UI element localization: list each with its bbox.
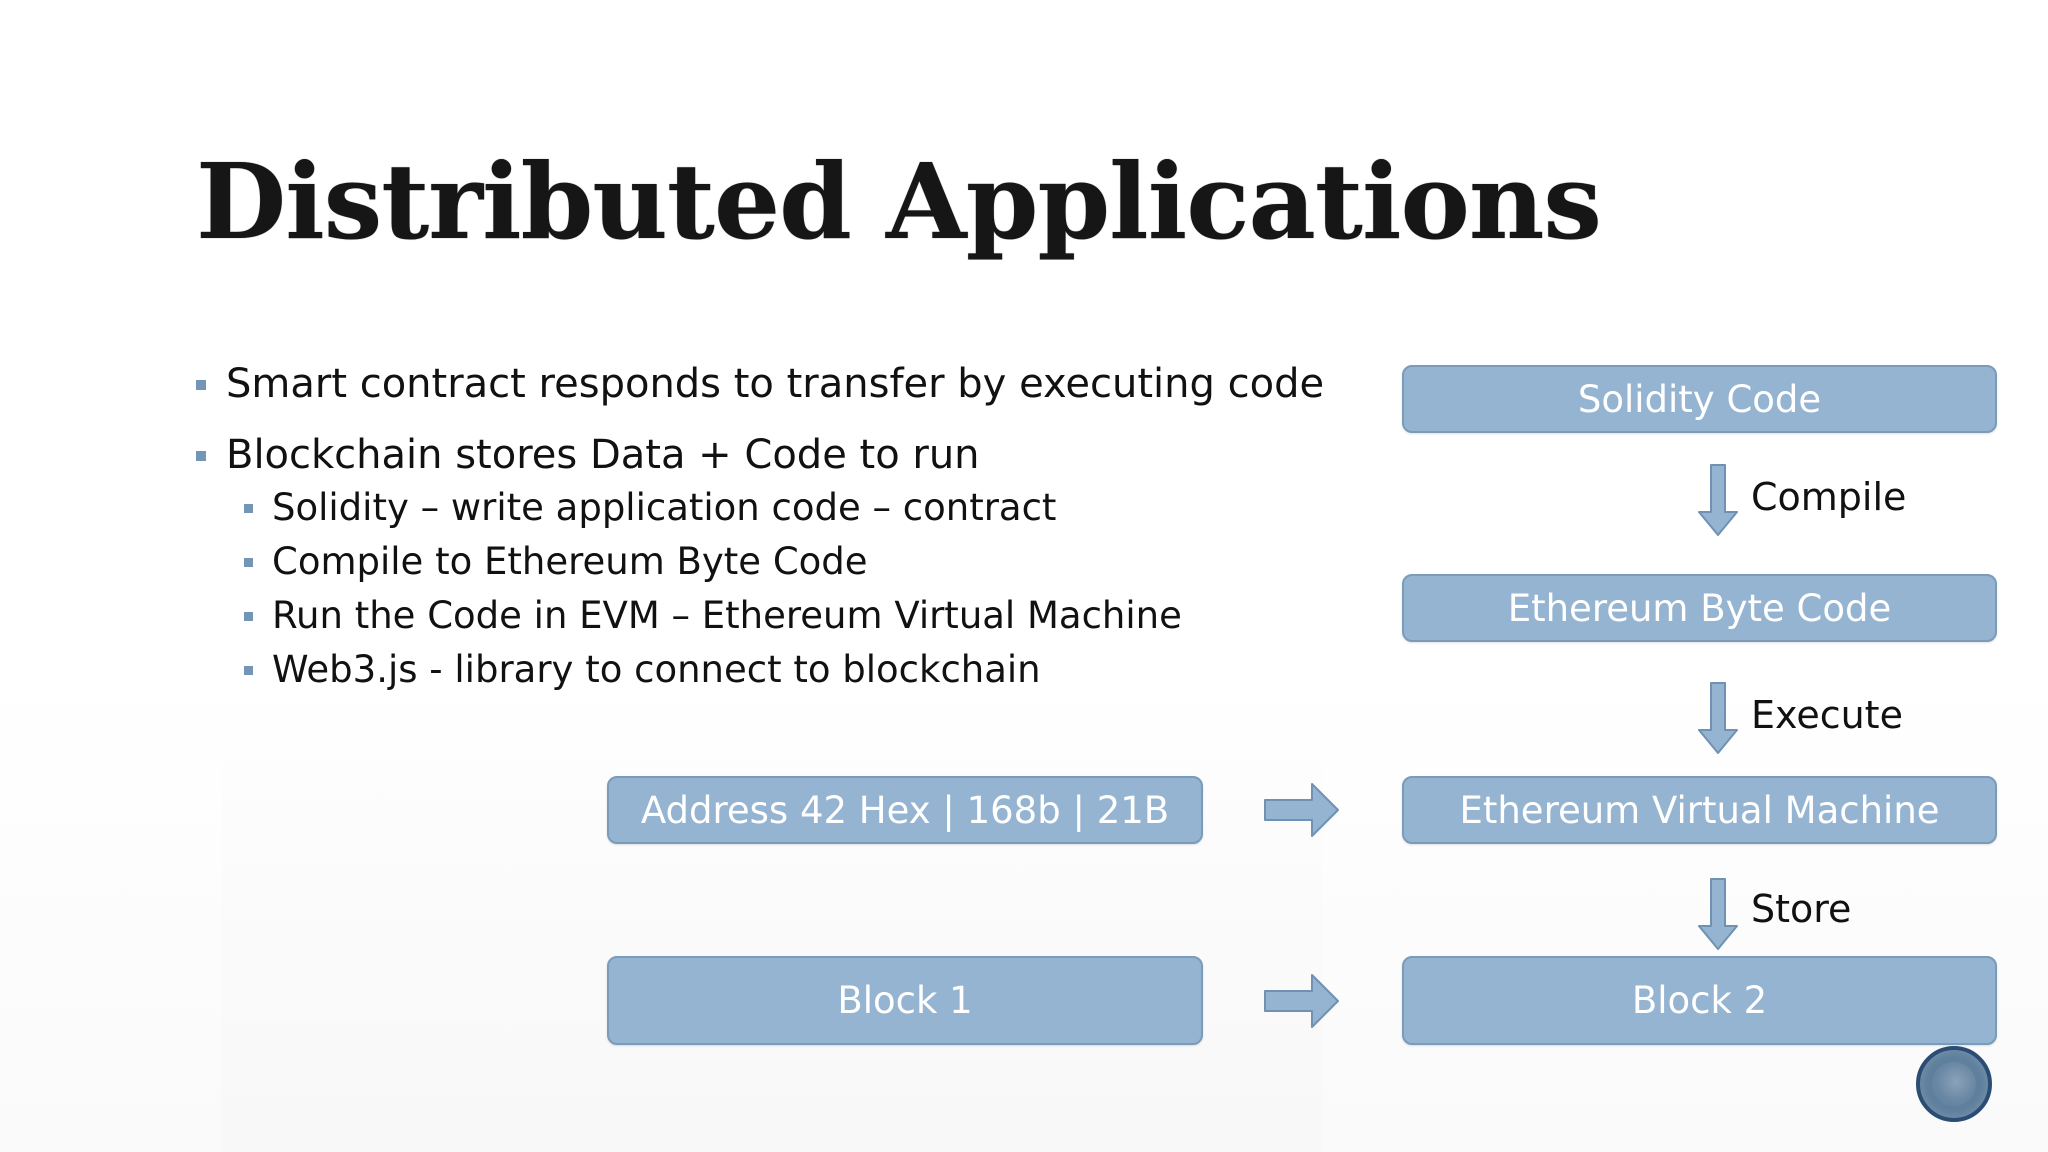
solidity-code-box: Solidity Code [1402,365,1997,433]
right-arrow-icon [1264,783,1339,837]
background-shade [222,700,1322,1152]
sub-bullet-text: Solidity – write application code – cont… [272,486,1057,529]
down-arrow-icon [1698,878,1738,950]
address-box: Address 42 Hex | 168b | 21B [607,776,1203,844]
execute-label: Execute [1751,693,1903,737]
store-label: Store [1751,887,1852,931]
sub-bullet-text: Compile to Ethereum Byte Code [272,540,868,583]
bullet-square-icon [244,612,253,621]
block-1-box: Block 1 [607,956,1203,1045]
block-2-box: Block 2 [1402,956,1997,1045]
slide-title: Distributed Applications [196,140,1602,263]
evm-box: Ethereum Virtual Machine [1402,776,1997,844]
bullet-square-icon [244,666,253,675]
bullet-square-icon [196,451,206,461]
bullet-square-icon [244,504,253,513]
bullet-square-icon [244,558,253,567]
sub-bullet-text: Web3.js - library to connect to blockcha… [272,648,1041,691]
sub-bullet-text: Run the Code in EVM – Ethereum Virtual M… [272,594,1182,637]
nav-button-inner [1932,1062,1976,1106]
byte-code-box: Ethereum Byte Code [1402,574,1997,642]
compile-label: Compile [1751,475,1907,519]
bullet-square-icon [196,380,206,390]
right-arrow-icon [1264,974,1339,1028]
down-arrow-icon [1698,464,1738,536]
bullet-text: Blockchain stores Data + Code to run [226,432,980,478]
down-arrow-icon [1698,682,1738,754]
circle-nav-icon[interactable] [1916,1046,1992,1122]
bullet-text: Smart contract responds to transfer by e… [226,361,1325,407]
